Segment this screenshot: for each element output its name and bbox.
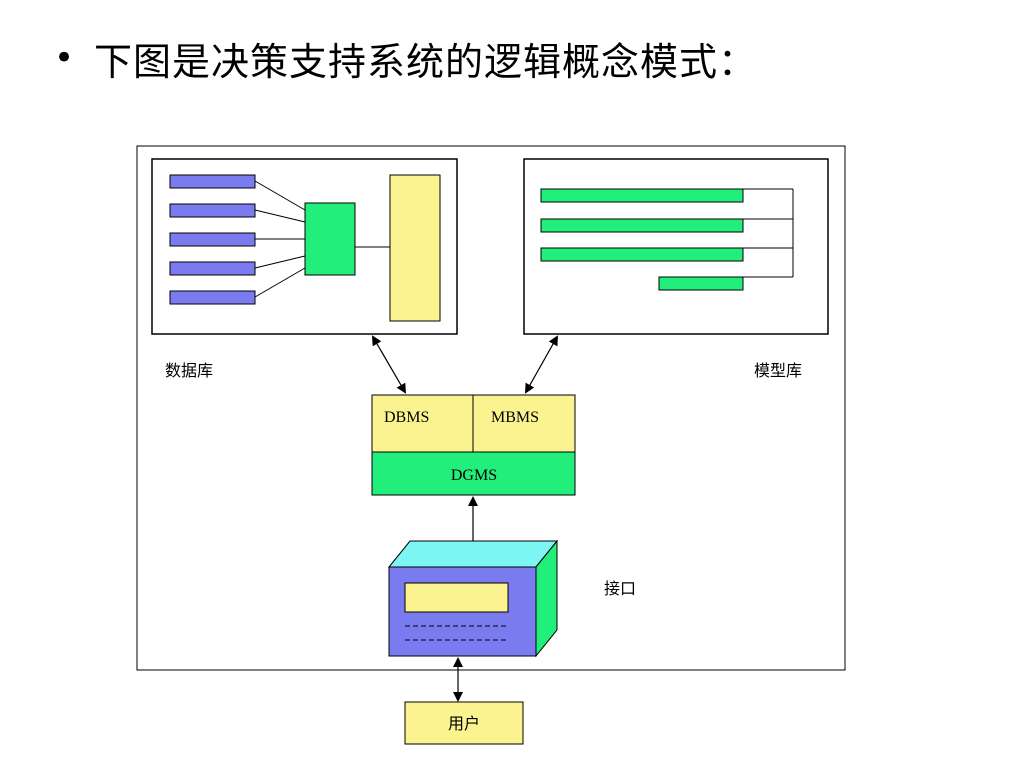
bullet-point: •	[54, 38, 75, 78]
interface-label: 接口	[604, 579, 636, 598]
data-store-block	[389, 174, 441, 322]
data-table-bar	[169, 232, 256, 247]
mbms-box	[472, 394, 576, 453]
dgms-label: DGMS	[451, 467, 497, 484]
model-bar	[658, 276, 744, 291]
interface-top-face	[387, 540, 559, 568]
user-box	[404, 701, 524, 745]
data-table-bar	[169, 174, 256, 189]
mb-link-arrow	[525, 335, 558, 394]
slide-title: 下图是决策支持系统的逻辑概念模式：	[94, 39, 758, 84]
modelbase-panel	[523, 158, 829, 335]
user-label: 用户	[448, 714, 480, 733]
model-bar	[540, 247, 744, 262]
modelbase-label: 模型库	[754, 361, 802, 380]
management-block: DBMS MBMS DGMS	[371, 394, 576, 496]
data-table-bar	[169, 261, 256, 276]
interface-box	[387, 539, 559, 658]
data-table-bar	[169, 203, 256, 218]
mbms-label: MBMS	[491, 409, 539, 426]
data-table-bar	[169, 290, 256, 305]
database-label: 数据库	[165, 361, 213, 380]
dbms-label: DBMS	[384, 409, 429, 426]
db-link-arrow	[371, 335, 407, 394]
model-bar	[540, 188, 744, 203]
dgms-box	[371, 451, 576, 496]
database-panel	[151, 158, 458, 335]
slide-title-row: • 下图是决策支持系统的逻辑概念模式：	[54, 28, 757, 88]
model-bar	[540, 218, 744, 233]
data-extract-block	[304, 202, 356, 276]
interface-screen	[404, 582, 509, 613]
